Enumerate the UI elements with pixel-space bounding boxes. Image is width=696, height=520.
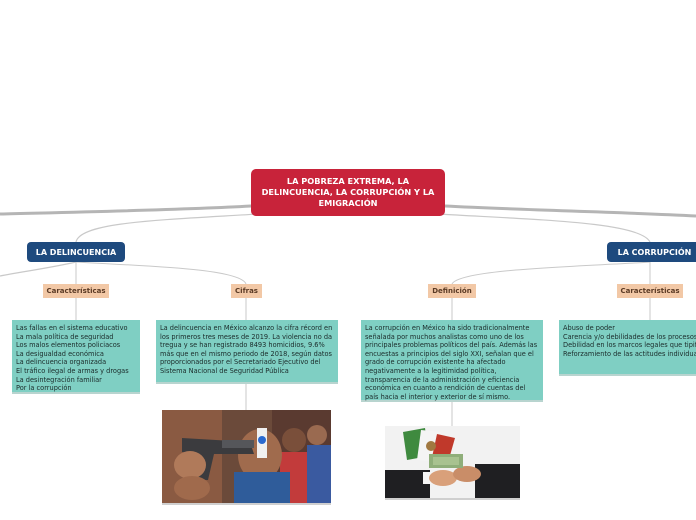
central-topic[interactable]: LA POBREZA EXTREMA, LA DELINCUENCIA, LA … [251,169,445,216]
note-text: La delincuencia en México alcanzo la cif… [160,324,333,375]
note-line: La mala política de seguridad [16,332,114,341]
subtopic-definicion[interactable]: Definición [428,284,476,298]
subtopic-caracteristicas-delincuencia[interactable]: Características [43,284,109,298]
subtopic-label: Características [46,287,106,295]
delincuencia-photo [162,410,331,505]
note-line: Debilidad en los marcos legales que tipi… [563,341,696,350]
note-line: El tráfico ilegal de armas y drogas [16,366,129,375]
note-text: La corrupción en México ha sido tradicio… [365,324,538,401]
central-topic-label: LA POBREZA EXTREMA, LA DELINCUENCIA, LA … [261,176,435,208]
note-line: La desintegración familiar [16,375,102,384]
subtopic-label: Definición [432,287,472,295]
note-line: Reforzamiento de las actitudes individua… [563,349,696,358]
topic-la-delincuencia[interactable]: LA DELINCUENCIA [27,242,125,262]
subtopic-cifras[interactable]: Cifras [231,284,262,298]
note-caracteristicas-corrupcion[interactable]: Abuso de poder Carencia y/o debilidades … [559,320,696,376]
note-cifras[interactable]: La delincuencia en México alcanzo la cif… [156,320,338,384]
corrupcion-photo [385,426,520,500]
note-line: Abuso de poder [563,324,615,332]
note-line: Las fallas en el sistema educativo [16,324,128,332]
note-definicion[interactable]: La corrupción en México ha sido tradicio… [361,320,543,402]
subtopic-label: Características [620,287,680,295]
subtopic-label: Cifras [235,287,258,295]
note-line: Por la corrupción [16,384,72,393]
note-caracteristicas-delincuencia[interactable]: Las fallas en el sistema educativo La ma… [12,320,140,394]
note-line: La delincuencia organizada [16,358,107,367]
topic-label: LA DELINCUENCIA [35,247,117,257]
subtopic-caracteristicas-corrupcion[interactable]: Características [617,284,683,298]
note-line: Los malos elementos policiacos [16,341,121,350]
note-line: Carencia y/o debilidades de los procesos… [563,332,696,341]
topic-la-corrupcion[interactable]: LA CORRUPCIÓN [607,242,696,262]
topic-label: LA CORRUPCIÓN [617,247,692,257]
note-line: La desigualdad económica [16,349,104,358]
